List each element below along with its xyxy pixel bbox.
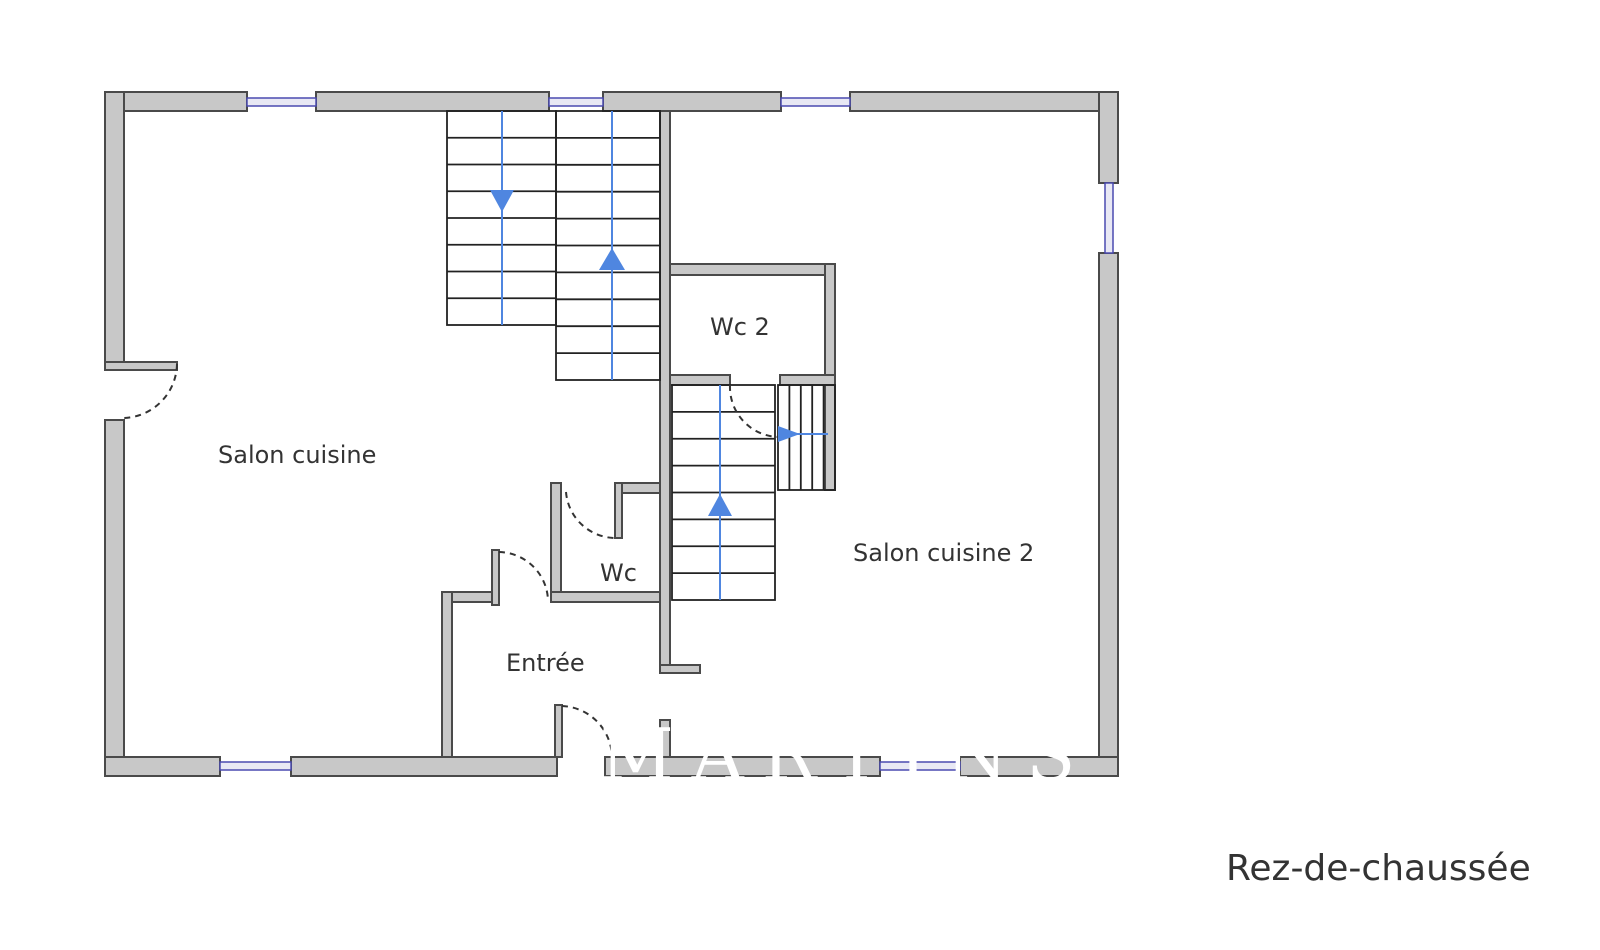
up-arrow-icon <box>708 494 732 516</box>
staircase-upper <box>446 110 825 575</box>
right-arrow-icon <box>778 426 800 442</box>
room-label-salon-cuisine-2: Salon cuisine 2 <box>853 539 1034 567</box>
room-label-salon-cuisine: Salon cuisine <box>218 441 376 469</box>
windows <box>219 97 1114 771</box>
up-arrow-icon <box>599 248 625 270</box>
staircase-lower <box>671 384 836 601</box>
floor-label: Rez-de-chaussée <box>1226 848 1531 889</box>
door-swings <box>123 363 779 758</box>
room-label-wc: Wc <box>600 559 637 587</box>
room-label-entree: Entrée <box>506 649 585 677</box>
interior-walls <box>441 110 836 758</box>
watermark-logo: MARTINS <box>600 713 1093 797</box>
room-label-wc2: Wc 2 <box>710 313 770 341</box>
exterior-walls <box>104 91 1119 777</box>
down-arrow-icon <box>490 190 514 212</box>
